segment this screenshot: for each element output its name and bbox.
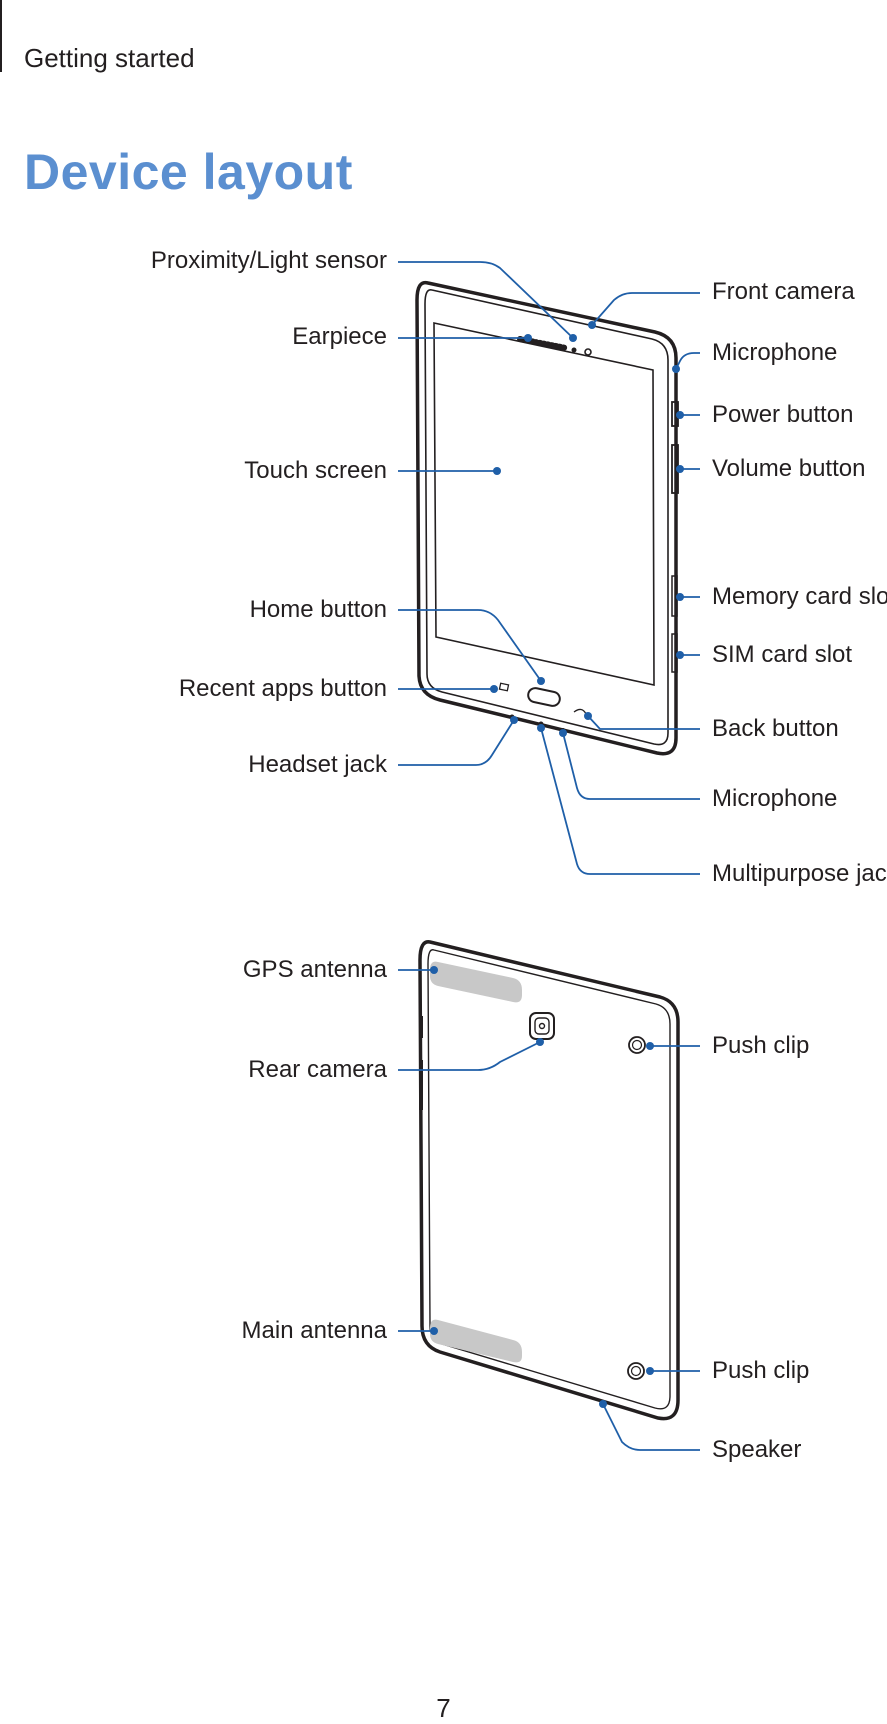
label-recent-apps-button: Recent apps button: [179, 675, 387, 702]
header-rule: [0, 0, 2, 72]
label-sim-card-slot: SIM card slot: [712, 641, 852, 668]
label-touch-screen: Touch screen: [244, 457, 387, 484]
label-push-clip-top: Push clip: [712, 1032, 809, 1059]
label-multipurpose-jack: Multipurpose jack: [712, 860, 887, 887]
label-speaker: Speaker: [712, 1436, 801, 1463]
label-earpiece: Earpiece: [292, 323, 387, 350]
back-icon: [573, 708, 587, 715]
main-antenna-band: [430, 1319, 522, 1363]
rear-tablet-illustration: [418, 940, 680, 1421]
label-microphone-top: Microphone: [712, 339, 837, 366]
rear-camera-lens: [538, 1022, 546, 1030]
front-camera-lens: [584, 348, 592, 356]
label-power-button: Power button: [712, 401, 853, 428]
rear-callouts: [398, 966, 700, 1451]
label-back-button: Back button: [712, 715, 839, 742]
gps-antenna-band: [430, 961, 522, 1003]
label-rear-camera: Rear camera: [248, 1056, 387, 1083]
page-number: 7: [436, 1693, 451, 1723]
section-title: Getting started: [24, 43, 195, 73]
label-front-camera: Front camera: [712, 278, 855, 305]
rear-camera-housing: [529, 1012, 555, 1040]
push-clip-top-shape: [628, 1036, 646, 1054]
front-callouts: [398, 261, 700, 875]
label-push-clip-bottom: Push clip: [712, 1357, 809, 1384]
label-gps-antenna: GPS antenna: [243, 956, 388, 983]
label-microphone-bottom: Microphone: [712, 785, 837, 812]
proximity-sensor-dot: [571, 347, 577, 353]
page-title: Device layout: [24, 144, 353, 200]
home-button-shape: [527, 687, 561, 707]
label-memory-card-slot: Memory card slot: [712, 583, 887, 610]
label-proximity-light-sensor: Proximity/Light sensor: [151, 247, 387, 274]
recent-apps-icon: [498, 682, 510, 692]
label-home-button: Home button: [250, 596, 387, 623]
front-tablet-illustration: [415, 280, 679, 756]
label-main-antenna: Main antenna: [242, 1317, 388, 1344]
label-volume-button: Volume button: [712, 455, 865, 482]
label-headset-jack: Headset jack: [248, 751, 388, 778]
push-clip-bottom-shape: [627, 1362, 645, 1380]
